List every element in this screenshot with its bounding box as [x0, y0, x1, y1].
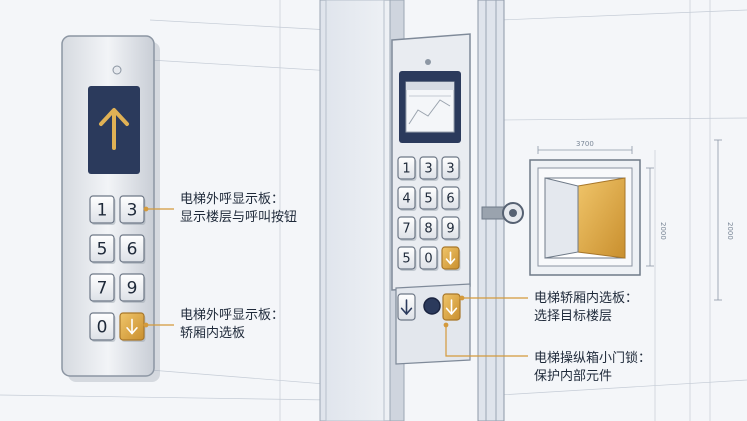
left-key-2-1[interactable]: 9: [119, 273, 146, 303]
left-key-1-0[interactable]: 5: [89, 234, 116, 264]
callout-leaders: [143, 206, 528, 357]
dim-side: 2000: [659, 222, 667, 240]
left-key-label: 3: [127, 201, 138, 221]
callout-left-1: 电梯外呼显示板： 显示楼层与呼叫按钮: [180, 191, 297, 227]
left-key-0-1[interactable]: 3: [119, 195, 146, 225]
up-arrow-icon: [99, 108, 129, 150]
callout-left-2-title: 电梯外呼显示板：: [180, 308, 285, 323]
right-key-label: 8: [424, 222, 432, 237]
left-key-3-1[interactable]: [119, 312, 146, 342]
right-key-label: 3: [424, 162, 432, 177]
left-key-label: 7: [97, 279, 108, 299]
right-key-label: 6: [446, 192, 454, 207]
left-panel-screw-icon: [112, 65, 122, 75]
right-key-label: 7: [402, 222, 410, 237]
right-key-label: 9: [446, 222, 454, 237]
down-arrow-icon: [126, 318, 138, 335]
right-lower-control-0[interactable]: [397, 293, 416, 321]
right-lower-control-2[interactable]: [442, 293, 461, 321]
right-key-1-2[interactable]: 6: [441, 186, 461, 211]
right-key-label: 0: [424, 252, 432, 267]
right-key-2-2[interactable]: 9: [441, 216, 461, 241]
right-key-1-1[interactable]: 5: [419, 186, 439, 211]
right-key-3-1[interactable]: 0: [419, 246, 439, 271]
right-key-2-0[interactable]: 7: [397, 216, 417, 241]
left-key-1-1[interactable]: 6: [119, 234, 146, 264]
left-key-2-0[interactable]: 7: [89, 273, 116, 303]
right-key-1-0[interactable]: 4: [397, 186, 417, 211]
door-lock: [481, 202, 524, 224]
callout-right-2: 电梯操纵箱小门锁： 保护内部元件: [534, 350, 651, 386]
round-button-icon: [423, 297, 441, 315]
right-key-2-1[interactable]: 8: [419, 216, 439, 241]
gold-door-panel: [577, 177, 626, 259]
right-key-3-2[interactable]: [441, 246, 461, 271]
callout-right-1-title: 电梯轿厢内选板：: [534, 291, 639, 306]
callout-left-1-desc: 显示楼层与呼叫按钮: [180, 210, 298, 225]
right-lower-control-1[interactable]: [423, 297, 441, 315]
wall-opening: [529, 159, 641, 276]
left-key-label: 1: [97, 201, 108, 221]
right-key-3-0[interactable]: 5: [397, 246, 417, 271]
right-key-0-0[interactable]: 1: [397, 156, 417, 181]
right-key-label: 5: [402, 252, 410, 267]
down-arrow-icon: [400, 299, 413, 315]
right-key-0-2[interactable]: 3: [441, 156, 461, 181]
callout-right-1: 电梯轿厢内选板： 选择目标楼层: [534, 290, 638, 326]
dim-far-side: 2000: [726, 222, 734, 240]
left-key-3-0[interactable]: 0: [89, 312, 116, 342]
callout-left-2-desc: 轿厢内选板: [180, 326, 246, 341]
right-key-label: 3: [446, 162, 454, 177]
right-key-0-1[interactable]: 3: [419, 156, 439, 181]
right-key-label: 5: [424, 192, 432, 207]
dim-top: 3700: [576, 140, 594, 148]
right-panel-camera-icon: [425, 59, 431, 65]
callout-right-2-title: 电梯操纵箱小门锁：: [534, 351, 652, 366]
callout-left-1-title: 电梯外呼显示板：: [180, 192, 285, 207]
dimension-lines: [537, 139, 722, 301]
left-key-0-0[interactable]: 1: [89, 195, 116, 225]
left-key-label: 9: [127, 279, 138, 299]
down-arrow-icon: [445, 299, 458, 315]
down-arrow-icon: [445, 251, 456, 265]
left-key-label: 6: [127, 240, 138, 260]
left-key-label: 0: [97, 318, 108, 338]
left-key-label: 5: [97, 240, 108, 260]
right-key-label: 4: [402, 192, 410, 207]
right-key-label: 1: [402, 162, 410, 177]
callout-left-2: 电梯外呼显示板： 轿厢内选板: [180, 307, 284, 343]
callout-right-2-desc: 保护内部元件: [534, 369, 613, 384]
callout-right-1-desc: 选择目标楼层: [534, 309, 613, 324]
